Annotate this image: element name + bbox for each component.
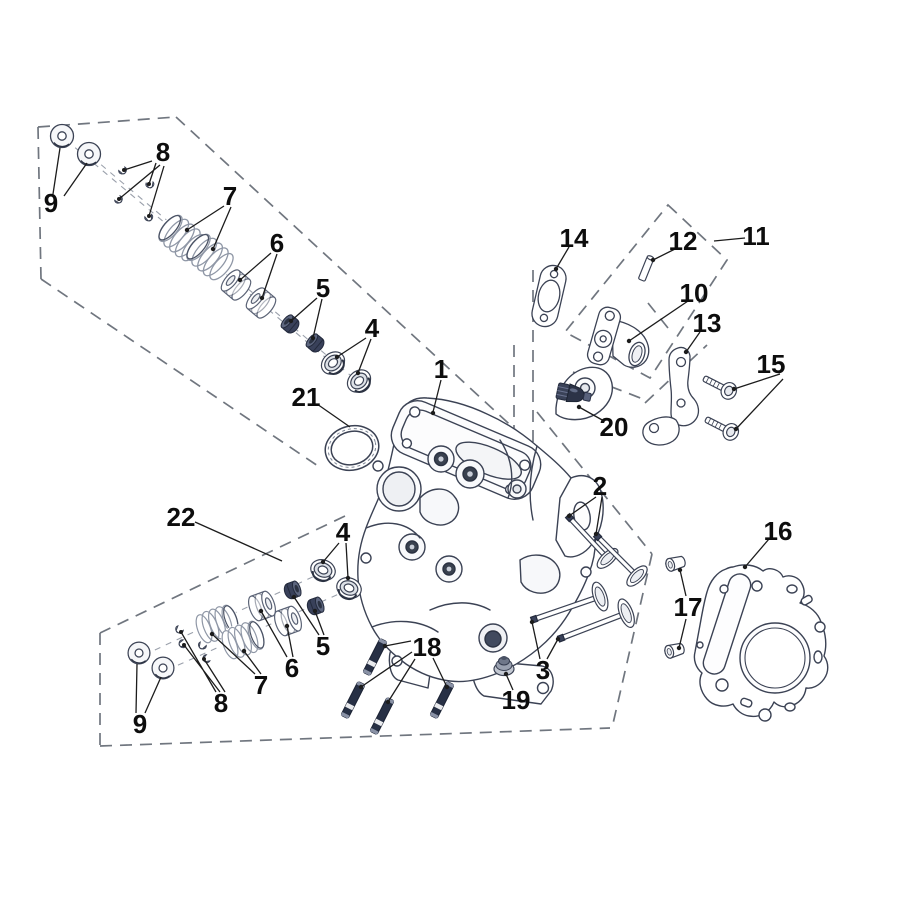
part-20-sensor	[555, 382, 592, 403]
callout-7-bottom: 7	[254, 670, 268, 700]
part-13-bracket	[642, 346, 700, 446]
part-5-stem-seal	[303, 331, 328, 356]
part-9-retainer	[127, 641, 151, 665]
callout-21: 21	[292, 382, 321, 412]
valve-train-group-top	[49, 123, 377, 399]
callout-17: 17	[674, 592, 703, 622]
callout-9-bottom: 9	[133, 709, 147, 739]
callout-1: 1	[434, 354, 448, 384]
callout-12: 12	[669, 226, 698, 256]
callout-4-bottom: 4	[336, 517, 351, 547]
part-9-retainer	[76, 141, 102, 167]
callout-5-top: 5	[316, 273, 330, 303]
leader-lines	[52, 147, 784, 714]
callout-6-bottom: 6	[285, 653, 299, 683]
part-1-cylinder-head	[357, 366, 614, 705]
part-8-keeper	[196, 641, 208, 652]
part-6-spring-seat	[244, 587, 280, 625]
callout-4-top: 4	[365, 313, 380, 343]
callout-16: 16	[764, 516, 793, 546]
part-9-retainer	[49, 123, 75, 149]
part-14-flange-gasket	[531, 264, 567, 328]
assembly-axis-lines	[65, 139, 364, 671]
callout-11: 11	[742, 221, 770, 251]
callout-9-top: 9	[44, 188, 58, 218]
callout-20: 20	[600, 412, 629, 442]
callout-10: 10	[680, 278, 709, 308]
part-21-seal-ring	[324, 424, 380, 472]
leader-dots	[117, 168, 748, 705]
callout-5-bottom: 5	[316, 631, 330, 661]
callout-22: 22	[167, 502, 196, 532]
part-15-bolts	[699, 370, 742, 444]
part-9-retainer	[151, 656, 175, 680]
callout-15: 15	[757, 349, 786, 379]
callout-8-top: 8	[156, 137, 170, 167]
callout-14: 14	[560, 223, 589, 253]
callout-6-top: 6	[270, 228, 284, 258]
callout-13: 13	[693, 308, 722, 338]
callout-18: 18	[413, 632, 442, 662]
part-10-intake-pipe	[586, 306, 650, 368]
callout-3: 3	[536, 655, 550, 685]
callout-19: 19	[502, 685, 531, 715]
callout-2: 2	[593, 471, 607, 501]
part-5-stem-seal	[278, 312, 303, 337]
part-16-head-gasket	[693, 564, 829, 722]
callout-labels: 1 2 3 4 4 5 5 6 6 7 7 8 8 9 9 10 11 12 1…	[44, 137, 793, 739]
callout-8-bottom: 8	[214, 688, 228, 718]
sub-assembly-box-11	[563, 203, 729, 380]
callout-7-top: 7	[223, 181, 237, 211]
part-19-cap-fitting	[493, 656, 515, 677]
